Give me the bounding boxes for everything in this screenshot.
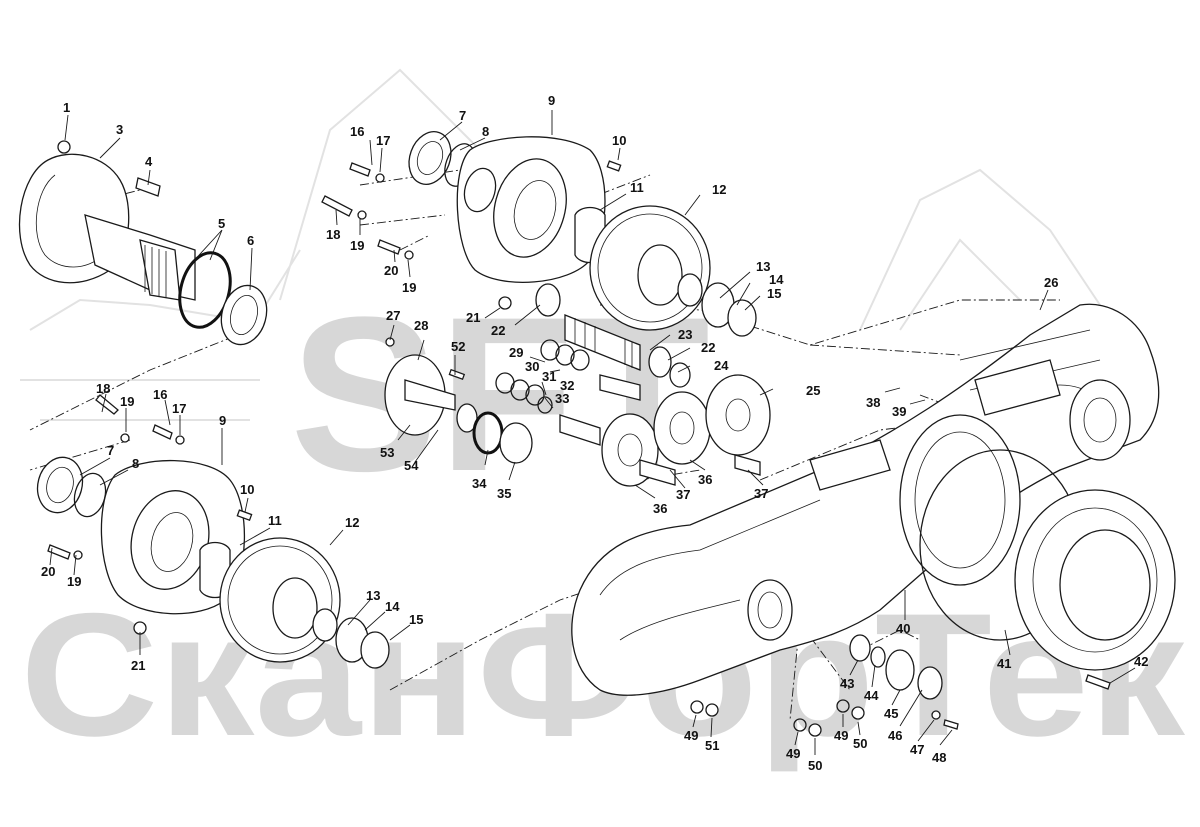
callout-19: 19 — [350, 238, 364, 253]
callout-50: 50 — [808, 758, 822, 773]
callout-15: 15 — [767, 286, 781, 301]
callout-10: 10 — [612, 133, 626, 148]
callout-10: 10 — [240, 482, 254, 497]
lower-ring-gear — [219, 537, 390, 669]
callout-19: 19 — [120, 394, 134, 409]
callout-21: 21 — [131, 658, 145, 673]
callout-9: 9 — [219, 413, 226, 428]
callout-22: 22 — [701, 340, 715, 355]
callout-40: 40 — [896, 621, 910, 636]
callout-29: 29 — [509, 345, 523, 360]
callout-50: 50 — [853, 736, 867, 751]
callout-17: 17 — [172, 401, 186, 416]
callout-16: 16 — [350, 124, 364, 139]
axle-housing — [571, 303, 1160, 696]
callout-47: 47 — [910, 742, 924, 757]
callout-11: 11 — [630, 180, 644, 195]
callout-43: 43 — [840, 676, 854, 691]
callout-14: 14 — [769, 272, 784, 287]
callout-49: 49 — [684, 728, 698, 743]
callout-27: 27 — [386, 308, 400, 323]
output-flange-shaft — [18, 140, 268, 346]
callout-labels: 1 3 4 5 6 7 8 9 10 11 12 13 14 15 16 17 … — [41, 93, 1148, 773]
callout-34: 34 — [472, 476, 487, 491]
callout-37: 37 — [754, 486, 768, 501]
callout-23: 23 — [678, 327, 692, 342]
callout-48: 48 — [932, 750, 946, 765]
callout-53: 53 — [380, 445, 394, 460]
callout-32: 32 — [560, 378, 574, 393]
callout-38: 38 — [866, 395, 880, 410]
callout-52: 52 — [451, 339, 465, 354]
callout-39: 39 — [892, 404, 906, 419]
callout-24: 24 — [714, 358, 729, 373]
callout-45: 45 — [884, 706, 898, 721]
callout-22: 22 — [491, 323, 505, 338]
callout-18: 18 — [96, 381, 110, 396]
callout-14: 14 — [385, 599, 400, 614]
lower-planet-carrier — [36, 394, 253, 635]
callout-49: 49 — [786, 746, 800, 761]
callout-30: 30 — [525, 359, 539, 374]
callout-9: 9 — [548, 93, 555, 108]
callout-17: 17 — [376, 133, 390, 148]
callout-12: 12 — [345, 515, 359, 530]
central-gear-train — [384, 283, 771, 487]
callout-26: 26 — [1044, 275, 1058, 290]
callout-16: 16 — [153, 387, 167, 402]
leader-lines — [49, 110, 1136, 755]
callout-51: 51 — [705, 738, 719, 753]
callout-42: 42 — [1134, 654, 1148, 669]
upper-ring-gear — [589, 205, 757, 337]
callout-18: 18 — [326, 227, 340, 242]
callout-36: 36 — [698, 472, 712, 487]
callout-20: 20 — [384, 263, 398, 278]
callout-36: 36 — [653, 501, 667, 516]
callout-3: 3 — [116, 122, 123, 137]
callout-20: 20 — [41, 564, 55, 579]
callout-46: 46 — [888, 728, 902, 743]
callout-21: 21 — [466, 310, 480, 325]
callout-8: 8 — [132, 456, 139, 471]
callout-8: 8 — [482, 124, 489, 139]
callout-7: 7 — [459, 108, 466, 123]
callout-41: 41 — [997, 656, 1011, 671]
callout-28: 28 — [414, 318, 428, 333]
callout-6: 6 — [247, 233, 254, 248]
callout-15: 15 — [409, 612, 423, 627]
callout-12: 12 — [712, 182, 726, 197]
callout-25: 25 — [806, 383, 820, 398]
small-fittings — [690, 634, 959, 737]
callout-54: 54 — [404, 458, 419, 473]
callout-13: 13 — [366, 588, 380, 603]
callout-11: 11 — [268, 513, 282, 528]
callout-7: 7 — [107, 443, 114, 458]
callout-5: 5 — [218, 216, 225, 231]
callout-44: 44 — [864, 688, 879, 703]
callout-33: 33 — [555, 391, 569, 406]
callout-19: 19 — [402, 280, 416, 295]
wheel-hub — [919, 449, 1176, 690]
upper-planet-carrier — [408, 131, 622, 310]
upper-bolts — [321, 162, 414, 260]
callout-31: 31 — [542, 369, 556, 384]
callout-35: 35 — [497, 486, 511, 501]
callout-19: 19 — [67, 574, 81, 589]
callout-1: 1 — [63, 100, 70, 115]
callout-4: 4 — [145, 154, 153, 169]
callout-37: 37 — [676, 487, 690, 502]
callout-13: 13 — [756, 259, 770, 274]
callout-49: 49 — [834, 728, 848, 743]
